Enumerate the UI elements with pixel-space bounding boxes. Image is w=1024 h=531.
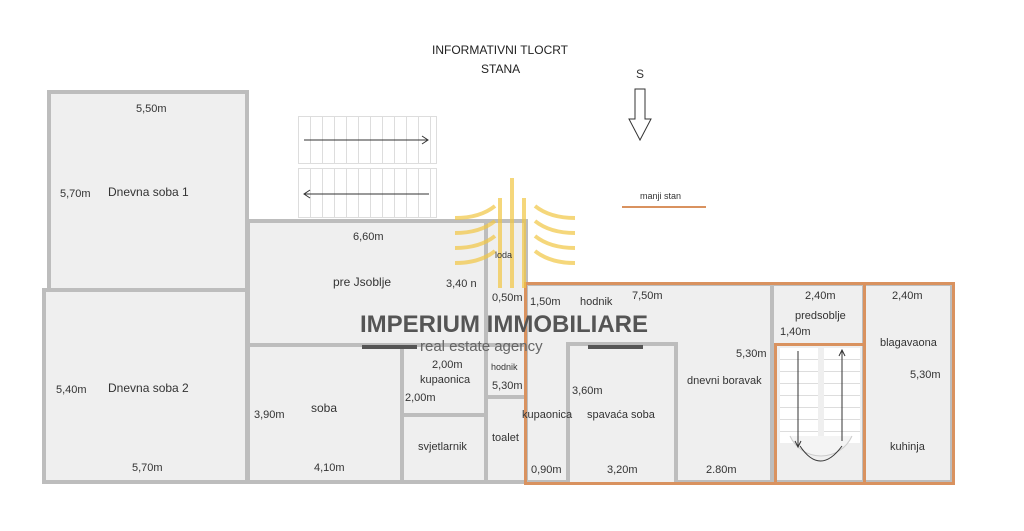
dim-label: 2,00m xyxy=(432,359,463,371)
room-label: Dnevna soba 1 xyxy=(108,185,189,199)
dim-label: 6,60m xyxy=(353,231,384,243)
title-line2: STANA xyxy=(481,62,521,76)
room-label: kupaonica xyxy=(420,374,471,386)
dim-label: 7,50m xyxy=(632,290,663,302)
dim-label: 3,40 n xyxy=(446,278,477,290)
watermark-bar xyxy=(362,345,417,349)
room-svjetlarnik xyxy=(400,413,488,484)
dim-label: 5,30m xyxy=(910,369,941,381)
staircase-lower xyxy=(298,168,437,218)
room-label: pre Jsoblje xyxy=(333,275,392,289)
dim-label: 2.80m xyxy=(706,464,737,476)
room-label: toalet xyxy=(492,432,519,444)
dim-label: 5,30m xyxy=(736,348,767,360)
dim-label: 1,50m xyxy=(530,296,561,308)
title-line1: INFORMATIVNI TLOCRT xyxy=(432,43,569,57)
stair-arrows-icon xyxy=(303,135,429,199)
room-kupaonica xyxy=(400,343,488,417)
room-label: hodnik xyxy=(580,296,613,308)
room-label: spavaća soba xyxy=(587,409,655,421)
room-label: svjetlarnik xyxy=(418,441,467,453)
smaller-apartment-outline xyxy=(524,282,955,485)
room-spavaca-soba xyxy=(566,342,678,484)
room-label: dnevni boravak xyxy=(687,375,762,387)
watermark-bar xyxy=(588,345,643,349)
dim-label: 2,40m xyxy=(805,290,836,302)
dim-label: 5,30m xyxy=(492,380,523,392)
dim-label: 2,40m xyxy=(892,290,923,302)
room-label: kupaonica xyxy=(522,409,573,421)
legend-label: manji stan xyxy=(640,191,682,201)
dim-label: 4,10m xyxy=(314,462,345,474)
room-label: soba xyxy=(311,401,338,415)
room-label: hodnik xyxy=(491,362,518,372)
dim-label: 3,90m xyxy=(254,409,285,421)
divider xyxy=(863,282,866,485)
room-label: loda xyxy=(495,250,513,260)
north-arrow-icon xyxy=(628,88,652,142)
dim-label: 5,70m xyxy=(60,188,91,200)
dim-label: 0,90m xyxy=(531,464,562,476)
room-label: blagavaona xyxy=(880,337,937,349)
watermark-logo-icon xyxy=(455,178,575,288)
dim-label: 5,50m xyxy=(136,103,167,115)
dim-label: 3,60m xyxy=(572,385,603,397)
room-soba xyxy=(246,343,404,484)
dim-label: 0,50m xyxy=(492,292,523,304)
room-label: predsoblje xyxy=(795,310,846,322)
dim-label: 5,40m xyxy=(56,384,87,396)
legend-line xyxy=(622,206,706,208)
dim-label: 2,00m xyxy=(405,392,436,404)
staircase-down xyxy=(780,348,818,443)
spiral-stair-arrows-icon xyxy=(789,348,853,462)
dim-label: 1,40m xyxy=(780,326,811,338)
north-label: S xyxy=(636,67,645,81)
watermark-brand: IMPERIUM IMMOBILIARE xyxy=(360,311,648,338)
room-label: kuhinja xyxy=(890,441,925,453)
dim-label: 5,70m xyxy=(132,462,163,474)
watermark-tagline: real estate agency xyxy=(420,338,543,355)
dim-label: 3,20m xyxy=(607,464,638,476)
room-label: Dnevna soba 2 xyxy=(108,381,189,395)
